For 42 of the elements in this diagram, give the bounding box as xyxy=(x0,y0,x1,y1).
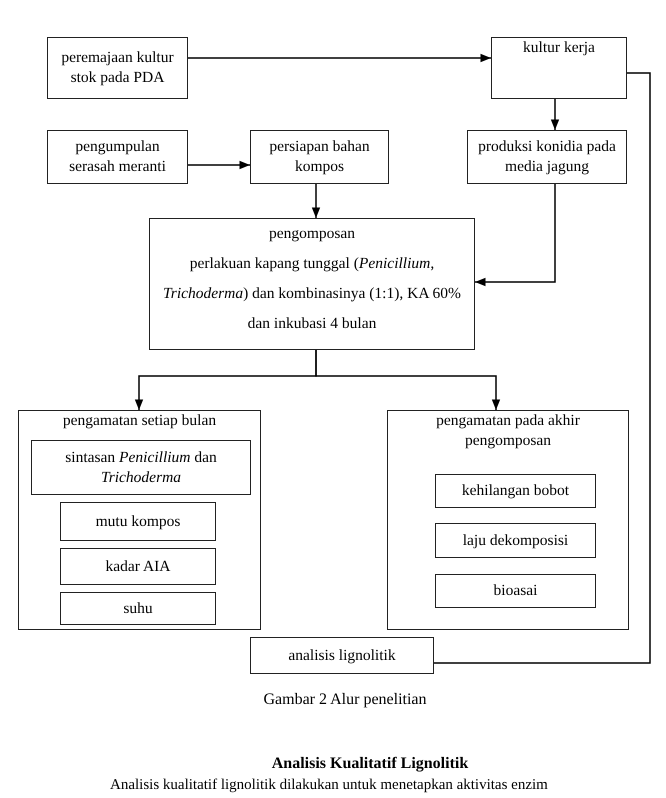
box-text: pengamatan pada akhir pengomposan xyxy=(435,411,581,451)
figure-caption: Gambar 2 Alur penelitian xyxy=(262,690,428,710)
arrow xyxy=(475,184,556,286)
arrow xyxy=(312,184,320,218)
box-text: laju dekomposisi xyxy=(462,530,568,550)
box-text: analisis lignolitik xyxy=(288,646,396,666)
box-text: persiapan bahan kompos xyxy=(268,137,371,177)
box-text: pengamatan setiap bulan xyxy=(62,411,216,431)
box-text: sintasan Penicillium dan Trichoderma xyxy=(64,448,218,488)
arrow xyxy=(315,350,500,410)
group-box xyxy=(18,410,261,630)
process-box xyxy=(60,592,216,625)
process-box xyxy=(60,502,216,541)
process-box xyxy=(47,130,188,184)
box-text: peremajaan kultur stok pada PDA xyxy=(60,48,175,88)
box-text: kehilangan bobot xyxy=(462,481,570,501)
process-box xyxy=(491,37,627,99)
section-heading: Analisis Kualitatif Lignolitik xyxy=(270,754,470,774)
process-box xyxy=(435,474,596,508)
box-text: produksi konidia pada media jagung xyxy=(477,137,617,177)
paragraph-text: Analisis kualitatif lignolitik dilakukan untuk menetapkan aktivitas enzim xyxy=(110,776,549,794)
box-text: pengumpulan serasah meranti xyxy=(68,137,167,177)
box-text: mutu kompos xyxy=(96,512,180,532)
arrow xyxy=(188,54,491,62)
process-box xyxy=(467,130,627,184)
process-box xyxy=(47,37,188,99)
box-text: kultur kerja xyxy=(523,38,595,58)
box-text: suhu xyxy=(123,598,153,618)
process-box xyxy=(250,637,434,674)
arrow xyxy=(550,99,560,130)
box-text: bioasai xyxy=(494,581,538,601)
process-box xyxy=(435,574,596,608)
box-text: perlakuan kapang tunggal (Penicillium, Trichoderma) dan kombinasinya (1:1), KA 60% dan inkubasi 4 bulan xyxy=(162,254,462,334)
arrow xyxy=(188,160,250,170)
box-heading: pengomposan xyxy=(268,224,356,244)
process-box xyxy=(435,523,596,558)
process-box xyxy=(60,548,216,585)
process-box xyxy=(250,130,389,184)
process-box xyxy=(31,440,251,495)
process-box xyxy=(149,218,475,350)
box-text: kadar AIA xyxy=(106,556,170,576)
group-box xyxy=(387,410,629,630)
